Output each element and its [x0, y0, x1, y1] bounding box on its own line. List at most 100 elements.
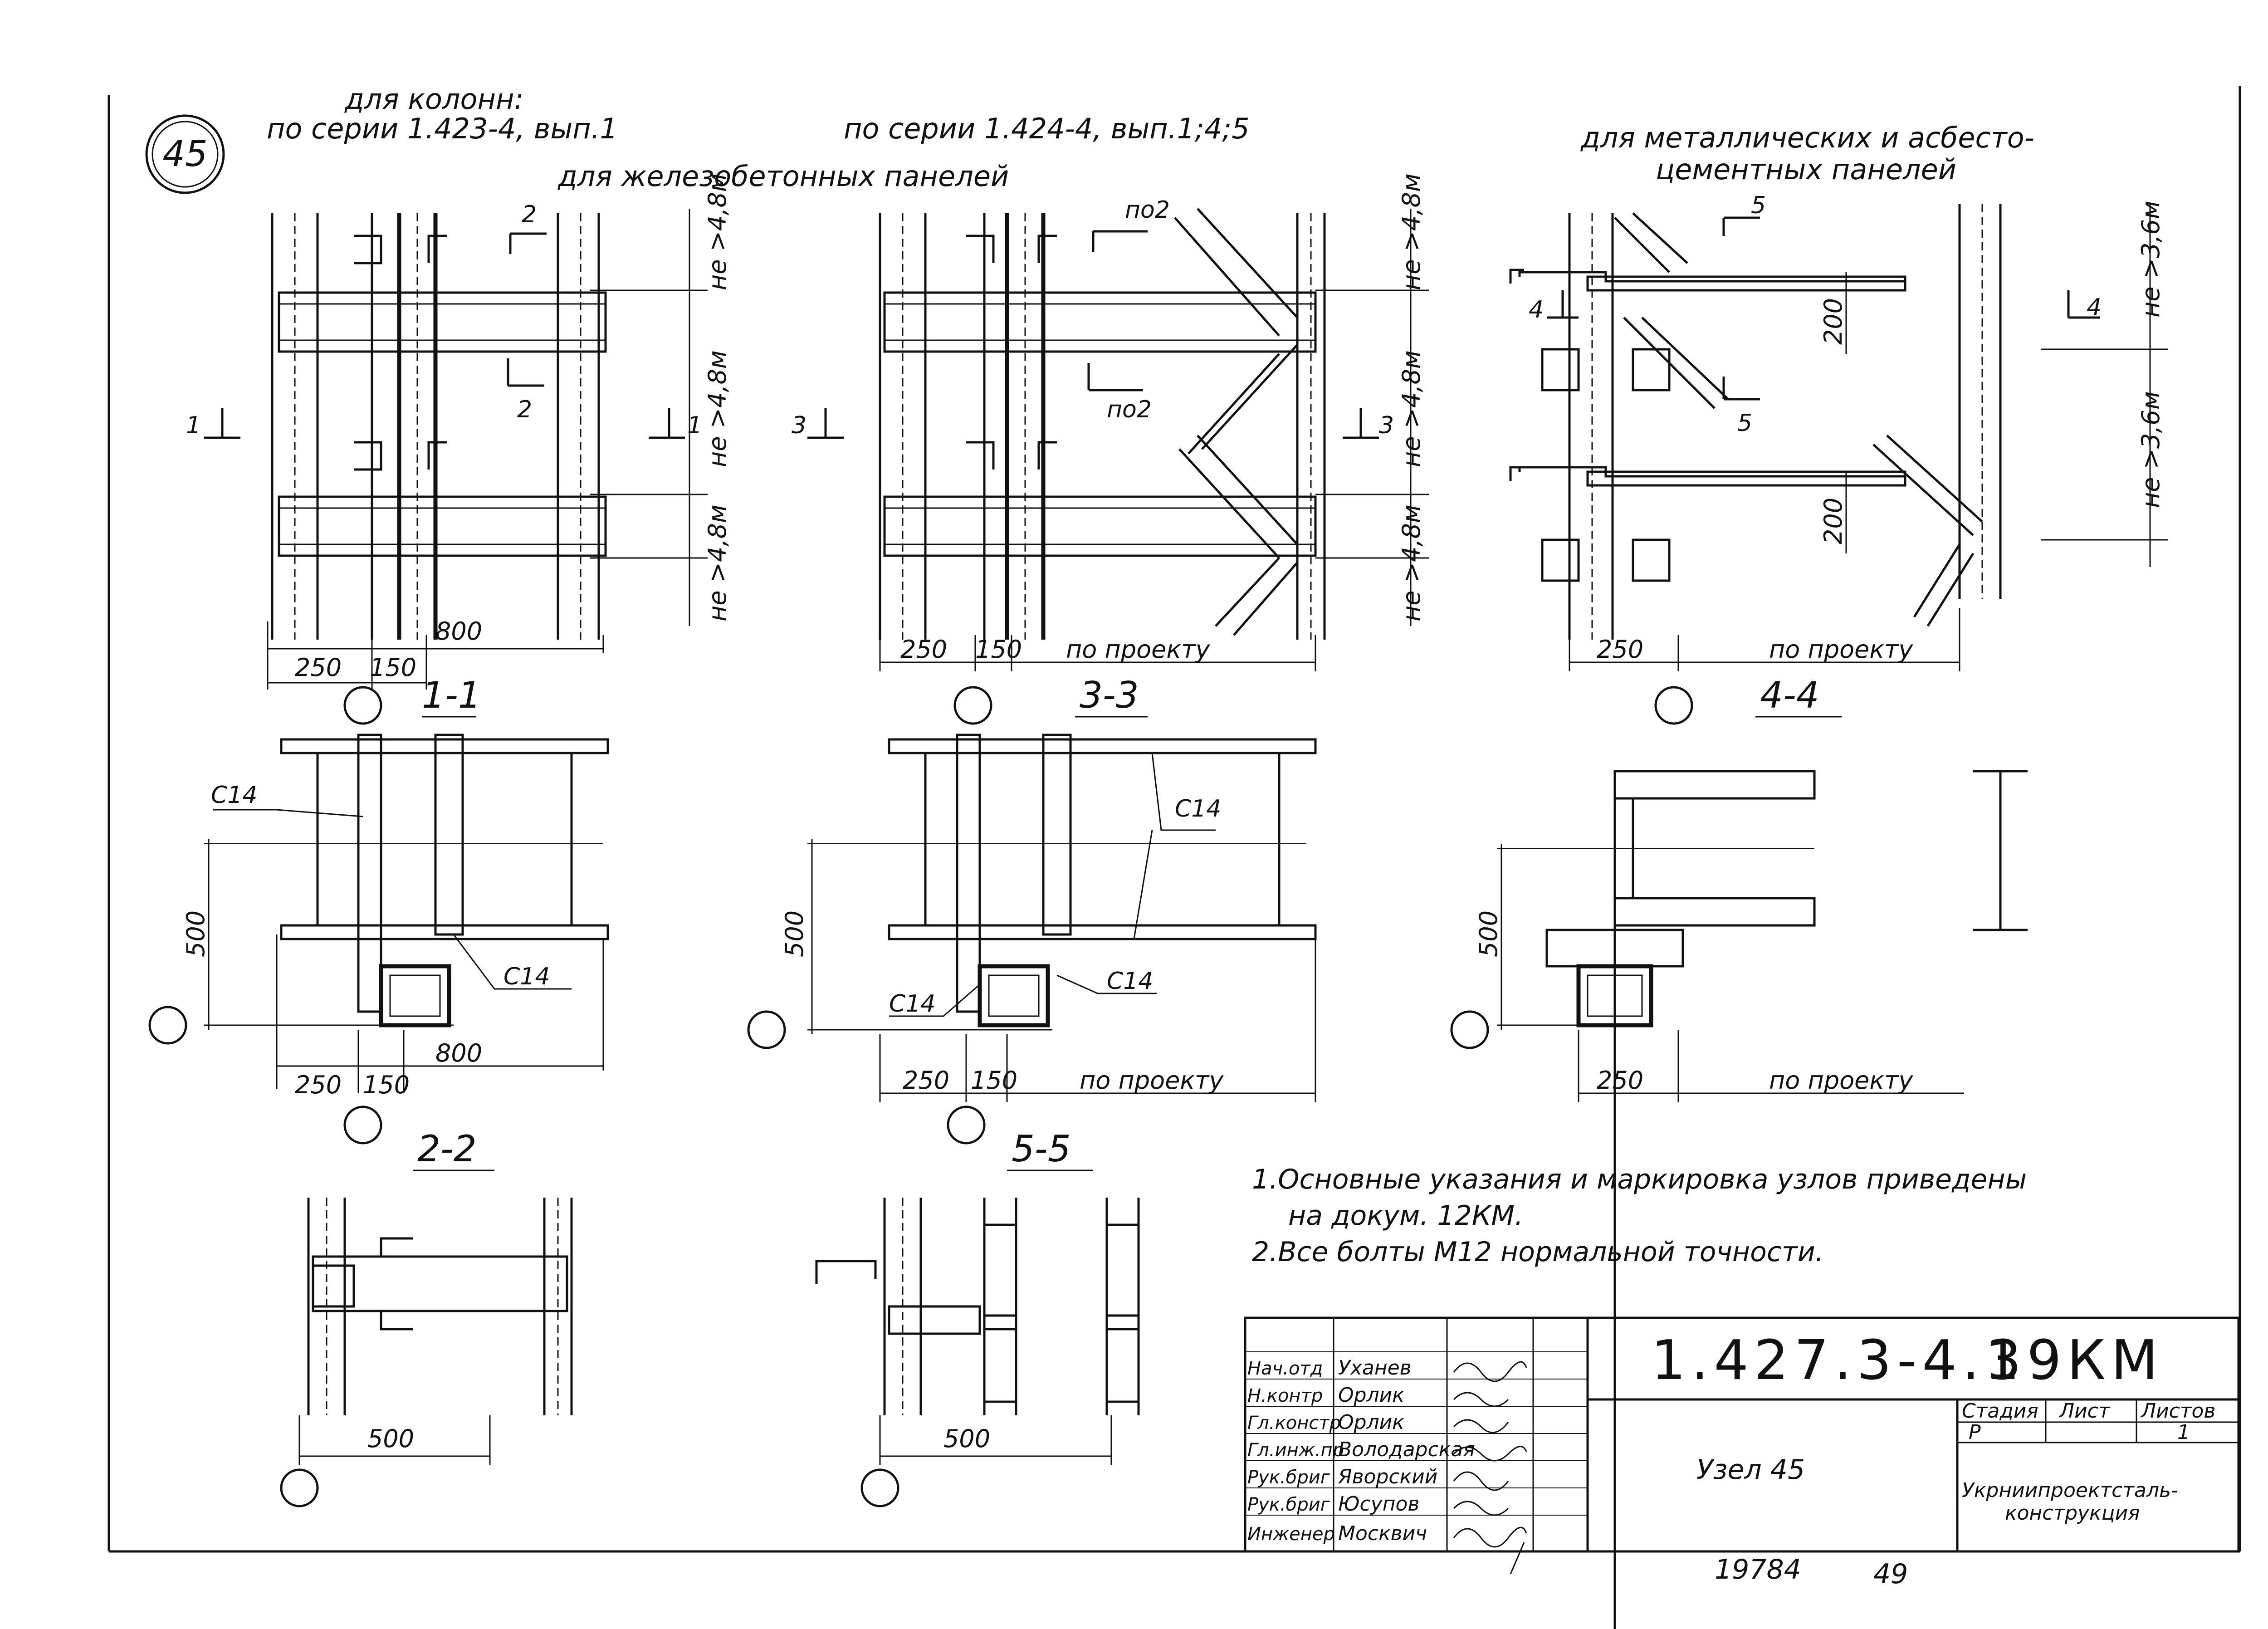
tb-sheet-header: Лист	[2058, 1399, 2111, 1423]
elev-c-dim-200-bottom: 200	[1819, 498, 1848, 544]
header-right-line1: для металлических и асбесто-	[1580, 121, 2034, 154]
tb-name-0: Уханев	[1338, 1356, 1412, 1380]
tb-doc-code: 1.427.3-4.1	[1651, 1329, 2025, 1392]
section-3-3-dim-500: 500	[780, 910, 809, 957]
axis-bubble	[1654, 686, 1693, 725]
axis-bubble	[343, 686, 382, 725]
section-1-1-dim-500: 500	[181, 910, 210, 957]
tb-stage-header: Стадия	[1962, 1399, 2038, 1423]
elev-a-cut-1-right: 1	[687, 412, 702, 439]
axis-bubble	[148, 1006, 187, 1045]
tb-role-0: Нач.отд	[1247, 1358, 1323, 1379]
axis-bubble	[947, 1106, 986, 1145]
section-2-2: 2-2 500	[280, 1128, 573, 1507]
section-3-3-dim-250: 250	[903, 1066, 949, 1095]
section-3-3-label-c14-top: С14	[1175, 795, 1221, 822]
axis-bubble	[1450, 1010, 1489, 1049]
elev-a-height-1: не >4,8м	[703, 173, 732, 290]
tb-role-6: Инженер	[1247, 1524, 1335, 1545]
elev-c-cut-4-right: 4	[2087, 294, 2102, 321]
tb-role-1: Н.контр	[1247, 1385, 1323, 1406]
elevation-c: 200 200 не >3,6м не >3,6м 4 4 5 5 250 по…	[1509, 192, 2168, 725]
elev-b-cut-3-right: 3	[1379, 412, 1394, 439]
section-4-4-dim-250: 250	[1597, 1066, 1643, 1095]
elev-c-cut-5-top: 5	[1751, 192, 1766, 219]
elev-c-dim-200-top: 200	[1819, 298, 1848, 345]
section-4-4-title: 4-4	[1760, 674, 1819, 716]
section-3-3-title: 3-3	[1080, 674, 1139, 716]
tb-sheets-header: Листов	[2140, 1399, 2215, 1423]
note-line-3: 2.Все болты М12 нормальной точности.	[1252, 1236, 1824, 1268]
elev-c-cut-4-left: 4	[1529, 296, 1544, 323]
tb-org-line2: конструкция	[2005, 1502, 2140, 1525]
axis-bubble	[343, 1106, 382, 1145]
note-line-2: на докум. 12КМ.	[1288, 1200, 1523, 1232]
axis-bubble	[747, 1010, 786, 1049]
section-3-3: 3-3 500 С14 С14 С14 250 150 по проекту	[747, 674, 1317, 1145]
inventory-number: 19784	[1715, 1554, 1801, 1585]
elev-c-cut-5-bottom: 5	[1737, 410, 1752, 437]
elev-b-height-1: не >4,8м	[1397, 173, 1426, 290]
footer: 19784 49	[1715, 1554, 1908, 1590]
section-2-2-title: 2-2	[417, 1128, 477, 1170]
tb-name-3: Володарская	[1338, 1438, 1475, 1461]
elev-c-height-1: не >3,6м	[2136, 201, 2165, 318]
tb-sheet-code: 39КМ	[1987, 1329, 2163, 1392]
section-3-3-label-c14-left: С14	[889, 990, 935, 1018]
section-1-1-dim-250: 250	[295, 1071, 342, 1099]
axis-bubble	[860, 1468, 899, 1507]
elevation-b: по2 по2 не >4,8м не >4,8м не >4,8м 3 3 2…	[792, 173, 1429, 725]
section-4-4: 4-4 500 250 по проекту	[1450, 674, 2028, 1629]
header-left-line1: для колонн:	[344, 83, 523, 116]
section-5-5-title: 5-5	[1012, 1128, 1071, 1170]
tb-name-5: Юсупов	[1338, 1492, 1419, 1516]
elev-b-cut-3-left: 3	[792, 412, 807, 439]
section-1-1-title: 1-1	[422, 674, 481, 716]
elev-a-dim-800: 800	[435, 617, 482, 646]
elev-b-dim-250: 250	[900, 635, 947, 664]
elev-a-cut-1-left: 1	[186, 412, 201, 439]
section-2-2-dim-500: 500	[367, 1424, 414, 1453]
header-left-line2: по серии 1.423-4, вып.1	[267, 112, 618, 145]
elev-a-cut-2-top: 2	[522, 201, 537, 228]
general-notes: 1.Основные указания и маркировка узлов п…	[1252, 1164, 2027, 1268]
node-number-marker: 45	[145, 114, 225, 194]
section-1-1-label-c14-bottom: С14	[503, 963, 550, 990]
page-number: 49	[1873, 1558, 1908, 1590]
axis-bubble	[280, 1468, 319, 1507]
elev-b-dim-150: 150	[975, 635, 1022, 664]
elev-b-label-po2-top: по2	[1125, 196, 1170, 224]
tb-stage: Р	[1969, 1421, 1981, 1444]
tb-role-2: Гл.констр	[1247, 1413, 1341, 1433]
header-center: по серии 1.424-4, вып.1;4;5	[844, 112, 1250, 145]
section-5-5: 5-5 500	[815, 1128, 1140, 1507]
elev-b-height-2: не >4,8м	[1397, 350, 1426, 467]
elev-b-height-3: не >4,8м	[1397, 504, 1426, 621]
elev-a-height-2: не >4,8м	[703, 350, 732, 467]
section-5-5-dim-500: 500	[943, 1424, 990, 1453]
elev-c-height-2: не >3,6м	[2136, 391, 2165, 508]
elev-a-dim-250: 250	[295, 653, 342, 682]
elev-a-dim-150: 150	[370, 653, 416, 682]
tb-name-2: Орлик	[1338, 1411, 1404, 1434]
tb-name-1: Орлик	[1338, 1384, 1404, 1407]
header-texts: для колонн: по серии 1.423-4, вып.1 по с…	[267, 83, 2034, 193]
title-block: Нач.отд Уханев Н.контр Орлик Гл.констр О…	[1244, 1316, 2240, 1575]
section-1-1-dim-150: 150	[363, 1071, 410, 1099]
elevation-a: не >4,8м не >4,8м не >4,8м 1 1 2 2 250 1…	[186, 173, 732, 725]
section-3-3-label-c14-right: С14	[1107, 968, 1153, 995]
tb-role-4: Рук.бриг	[1247, 1467, 1330, 1488]
elev-b-dim-project: по проекту	[1066, 635, 1210, 664]
axis-bubble	[953, 686, 992, 725]
tb-name-6: Москвич	[1338, 1522, 1427, 1545]
elev-b-label-po2-bottom: по2	[1107, 396, 1152, 423]
section-3-3-dim-project: по проекту	[1080, 1066, 1224, 1095]
section-4-4-dim-500: 500	[1474, 910, 1503, 957]
tb-sheets-total: 1	[2177, 1421, 2190, 1444]
tb-node-title: Узел 45	[1696, 1454, 1805, 1486]
header-right-line2: цементных панелей	[1656, 153, 1956, 186]
tb-role-3: Гл.инж.пр	[1247, 1440, 1344, 1461]
section-1-1-dim-800: 800	[435, 1039, 482, 1067]
tb-org-line1: Укрниипроектсталь-	[1962, 1479, 2178, 1502]
